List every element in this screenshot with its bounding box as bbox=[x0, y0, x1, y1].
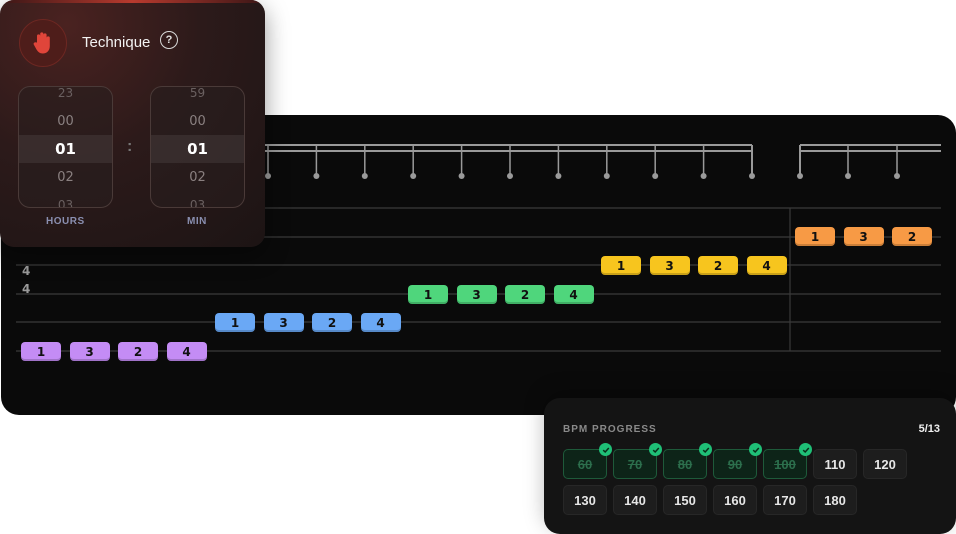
tab-note-orange[interactable]: 1 bbox=[795, 227, 835, 246]
bpm-value: 170 bbox=[774, 492, 796, 508]
bpm-value: 60 bbox=[577, 456, 593, 472]
check-icon bbox=[599, 443, 612, 456]
wheel-value[interactable]: 00 bbox=[189, 113, 206, 129]
note-dot bbox=[458, 173, 465, 179]
note-dot bbox=[749, 173, 755, 179]
time-signature-bottom: 4 bbox=[22, 282, 31, 296]
check-icon bbox=[749, 443, 762, 456]
wheel-value[interactable]: 03 bbox=[57, 198, 74, 208]
bpm-chip[interactable]: 180 bbox=[813, 485, 857, 515]
wheel-value[interactable]: 23 bbox=[57, 86, 74, 100]
check-icon bbox=[699, 443, 712, 456]
note-dot bbox=[797, 173, 803, 179]
tab-note-blue[interactable]: 4 bbox=[360, 313, 401, 332]
note-dot bbox=[603, 173, 610, 179]
bpm-chip[interactable]: 170 bbox=[763, 485, 807, 515]
tab-note-green[interactable]: 4 bbox=[553, 285, 594, 304]
note-dot bbox=[894, 173, 900, 179]
note-dot bbox=[845, 173, 851, 179]
note-dot bbox=[507, 173, 513, 179]
wheel-value[interactable]: 00 bbox=[57, 113, 74, 129]
bpm-value: 110 bbox=[824, 456, 846, 472]
bpm-value: 100 bbox=[774, 456, 796, 472]
tab-note-yellow[interactable]: 3 bbox=[649, 256, 690, 275]
tab-note-purple[interactable]: 2 bbox=[118, 342, 158, 361]
bpm-progress-card: BPM PROGRESS 5/13 60 70 80 90 100 110 120 130 14… bbox=[544, 398, 956, 534]
tab-note-orange[interactable]: 3 bbox=[843, 227, 884, 246]
bpm-chip[interactable]: 60 bbox=[563, 443, 612, 479]
bpm-value: 180 bbox=[824, 492, 846, 508]
tab-note-yellow[interactable]: 4 bbox=[746, 256, 787, 275]
bpm-value: 80 bbox=[677, 456, 693, 472]
tab-note-yellow[interactable]: 1 bbox=[601, 256, 641, 275]
wheel-selected-value[interactable]: 01 bbox=[19, 135, 112, 163]
note-dot bbox=[700, 173, 707, 179]
tab-note-green[interactable]: 3 bbox=[456, 285, 497, 304]
technique-card: Technique ? 23 00 01 02 03 : 59 00 01 02 03 HOUR… bbox=[0, 0, 265, 247]
min-label: MIN bbox=[187, 216, 207, 227]
time-separator: : bbox=[127, 138, 133, 155]
bpm-progress-count: 5/13 bbox=[918, 423, 940, 435]
bpm-chip[interactable]: 100 bbox=[763, 443, 812, 479]
wheel-selected-value[interactable]: 01 bbox=[151, 135, 244, 163]
bpm-value: 130 bbox=[574, 492, 596, 508]
note-dot bbox=[410, 173, 417, 179]
time-signature-top: 4 bbox=[22, 264, 31, 278]
bpm-chip[interactable]: 110 bbox=[813, 449, 857, 479]
note-dot bbox=[361, 173, 368, 179]
bpm-chip[interactable]: 150 bbox=[663, 485, 707, 515]
tab-note-blue[interactable]: 2 bbox=[312, 313, 352, 332]
bpm-value: 140 bbox=[624, 492, 646, 508]
bpm-value: 160 bbox=[724, 492, 746, 508]
bpm-value: 150 bbox=[674, 492, 696, 508]
bpm-chip[interactable]: 70 bbox=[613, 443, 662, 479]
tab-note-purple[interactable]: 4 bbox=[166, 342, 207, 361]
hours-wheel[interactable]: 23 00 01 02 03 bbox=[18, 86, 113, 208]
bpm-chip[interactable]: 130 bbox=[563, 485, 607, 515]
tab-staff bbox=[16, 144, 941, 352]
minutes-wheel[interactable]: 59 00 01 02 03 bbox=[150, 86, 245, 208]
tab-note-purple[interactable]: 1 bbox=[21, 342, 61, 361]
note-dot bbox=[313, 173, 320, 179]
hours-label: HOURS bbox=[46, 216, 85, 227]
wheel-value[interactable]: 02 bbox=[189, 169, 206, 185]
bpm-chip[interactable]: 120 bbox=[863, 449, 907, 479]
check-icon bbox=[649, 443, 662, 456]
wheel-value[interactable]: 02 bbox=[57, 169, 74, 185]
bpm-value: 70 bbox=[627, 456, 643, 472]
check-icon bbox=[799, 443, 812, 456]
bpm-value: 120 bbox=[874, 456, 896, 472]
hand-icon bbox=[19, 19, 67, 67]
wheel-value[interactable]: 03 bbox=[189, 198, 206, 208]
tab-note-yellow[interactable]: 2 bbox=[698, 256, 738, 275]
note-dot bbox=[265, 173, 271, 179]
tab-note-blue[interactable]: 3 bbox=[263, 313, 304, 332]
bpm-chip[interactable]: 90 bbox=[713, 443, 762, 479]
tab-note-blue[interactable]: 1 bbox=[215, 313, 255, 332]
bpm-chip[interactable]: 80 bbox=[663, 443, 712, 479]
help-icon[interactable]: ? bbox=[160, 31, 178, 49]
bpm-chip[interactable]: 140 bbox=[613, 485, 657, 515]
bpm-progress-title: BPM PROGRESS bbox=[563, 424, 657, 435]
tab-note-orange[interactable]: 2 bbox=[892, 227, 932, 246]
wheel-value[interactable]: 59 bbox=[189, 86, 206, 100]
tab-note-green[interactable]: 2 bbox=[505, 285, 545, 304]
bpm-value: 90 bbox=[727, 456, 743, 472]
tab-note-purple[interactable]: 3 bbox=[69, 342, 110, 361]
note-dot bbox=[652, 173, 659, 179]
tab-note-green[interactable]: 1 bbox=[408, 285, 448, 304]
technique-title: Technique bbox=[82, 34, 151, 51]
bpm-chip[interactable]: 160 bbox=[713, 485, 757, 515]
note-dot bbox=[555, 173, 562, 179]
